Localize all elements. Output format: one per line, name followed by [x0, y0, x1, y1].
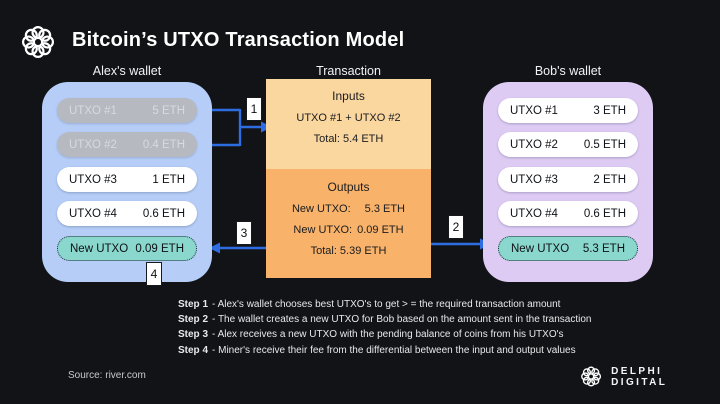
utxo-label: New UTXO — [511, 242, 570, 255]
step-1-label: Step 1 — [178, 299, 209, 310]
utxo-label: UTXO #4 — [69, 207, 117, 220]
outputs-total: Total: 5.39 ETH — [310, 245, 387, 257]
utxo-label: UTXO #2 — [69, 138, 117, 151]
utxo-label: UTXO #4 — [510, 207, 558, 220]
utxo-label: UTXO #3 — [510, 173, 558, 186]
step-marker-3: 3 — [236, 221, 252, 245]
outputs-heading: Outputs — [327, 180, 370, 194]
alex-utxo-2: UTXO #2 0.4 ETH — [57, 132, 197, 157]
utxo-label: UTXO #1 — [69, 104, 117, 117]
alex-utxo-4: UTXO #4 0.6 ETH — [57, 201, 197, 226]
utxo-label: UTXO #1 — [510, 104, 558, 117]
output-2-label: New UTXO: — [293, 224, 353, 236]
step-3-label: Step 3 — [178, 329, 209, 341]
source-attribution: Source: river.com — [68, 370, 146, 381]
alex-new-utxo: New UTXO 0.09 ETH — [57, 236, 197, 261]
utxo-value: 0.09 ETH — [135, 242, 184, 255]
inputs-heading: Inputs — [332, 89, 365, 103]
steps-legend: Step 1- Alex's wallet chooses best UTXO'… — [178, 297, 591, 358]
step-line-4: Step 4- Miner's receive their fee from t… — [178, 343, 591, 358]
step-2-text: - The wallet creates a new UTXO for Bob … — [212, 314, 592, 326]
alex-utxo-3: UTXO #3 1 ETH — [57, 167, 197, 192]
step-3-text: - Alex receives a new UTXO with the pend… — [212, 329, 564, 341]
transaction-box: Inputs UTXO #1 + UTXO #2 Total: 5.4 ETH … — [266, 79, 431, 278]
utxo-value: 5 ETH — [152, 104, 185, 117]
inputs-total: Total: 5.4 ETH — [313, 133, 384, 145]
alex-wallet-panel: UTXO #1 5 ETH UTXO #2 0.4 ETH UTXO #3 1 … — [42, 82, 212, 282]
utxo-label: UTXO #2 — [510, 138, 558, 151]
output-2-value: 0.09 ETH — [357, 224, 404, 236]
utxo-value: 2 ETH — [593, 173, 626, 186]
transaction-inputs-section: Inputs UTXO #1 + UTXO #2 Total: 5.4 ETH — [266, 79, 431, 169]
alex-utxo-1: UTXO #1 5 ETH — [57, 98, 197, 123]
page-title: Bitcoin’s UTXO Transaction Model — [72, 29, 405, 51]
step-marker-2: 2 — [448, 215, 464, 239]
utxo-value: 5.3 ETH — [582, 242, 625, 255]
delphi-brand-icon — [581, 366, 602, 387]
utxo-value: 3 ETH — [593, 104, 626, 117]
bob-utxo-4: UTXO #4 0.6 ETH — [498, 201, 638, 226]
bob-new-utxo: New UTXO 5.3 ETH — [498, 236, 638, 261]
bob-utxo-1: UTXO #1 3 ETH — [498, 98, 638, 123]
utxo-value: 0.6 ETH — [142, 207, 185, 220]
delphi-brand-wordmark: DELPHI DIGITAL — [611, 365, 668, 388]
step-line-3: Step 3- Alex receives a new UTXO with th… — [178, 327, 591, 342]
step-4-label: Step 4 — [178, 344, 209, 356]
step-line-2: Step 2- The wallet creates a new UTXO fo… — [178, 312, 591, 327]
delphi-digital-brand: DELPHI DIGITAL — [578, 363, 720, 390]
output-1-value: 5.3 ETH — [364, 203, 406, 215]
rosette-logo-icon — [21, 25, 55, 59]
step-line-1: Step 1- Alex's wallet chooses best UTXO'… — [178, 297, 591, 312]
transaction-title: Transaction — [316, 64, 381, 78]
step-4-text: - Miner's receive their fee from the dif… — [212, 344, 576, 356]
utxo-label: UTXO #3 — [69, 173, 117, 186]
step-1-text: - Alex's wallet chooses best UTXO's to g… — [212, 299, 561, 310]
bob-utxo-2: UTXO #2 0.5 ETH — [498, 132, 638, 157]
utxo-label: New UTXO — [70, 242, 129, 255]
bob-utxo-3: UTXO #3 2 ETH — [498, 167, 638, 192]
step-2-label: Step 2 — [178, 314, 209, 326]
utxo-value: 1 ETH — [152, 173, 185, 186]
output-1-label: New UTXO: — [291, 203, 351, 215]
bob-wallet-panel: UTXO #1 3 ETH UTXO #2 0.5 ETH UTXO #3 2 … — [483, 82, 653, 282]
bob-wallet-title: Bob's wallet — [534, 64, 602, 78]
utxo-value: 0.4 ETH — [142, 138, 185, 151]
inputs-utxos: UTXO #1 + UTXO #2 — [296, 112, 401, 124]
step-marker-1: 1 — [246, 97, 262, 121]
alex-wallet-title: Alex's wallet — [92, 64, 162, 78]
transaction-outputs-section: Outputs New UTXO: 5.3 ETH New UTXO: 0.09… — [266, 169, 431, 278]
step-marker-4: 4 — [146, 262, 162, 286]
utxo-value: 0.6 ETH — [583, 207, 626, 220]
utxo-value: 0.5 ETH — [583, 138, 626, 151]
